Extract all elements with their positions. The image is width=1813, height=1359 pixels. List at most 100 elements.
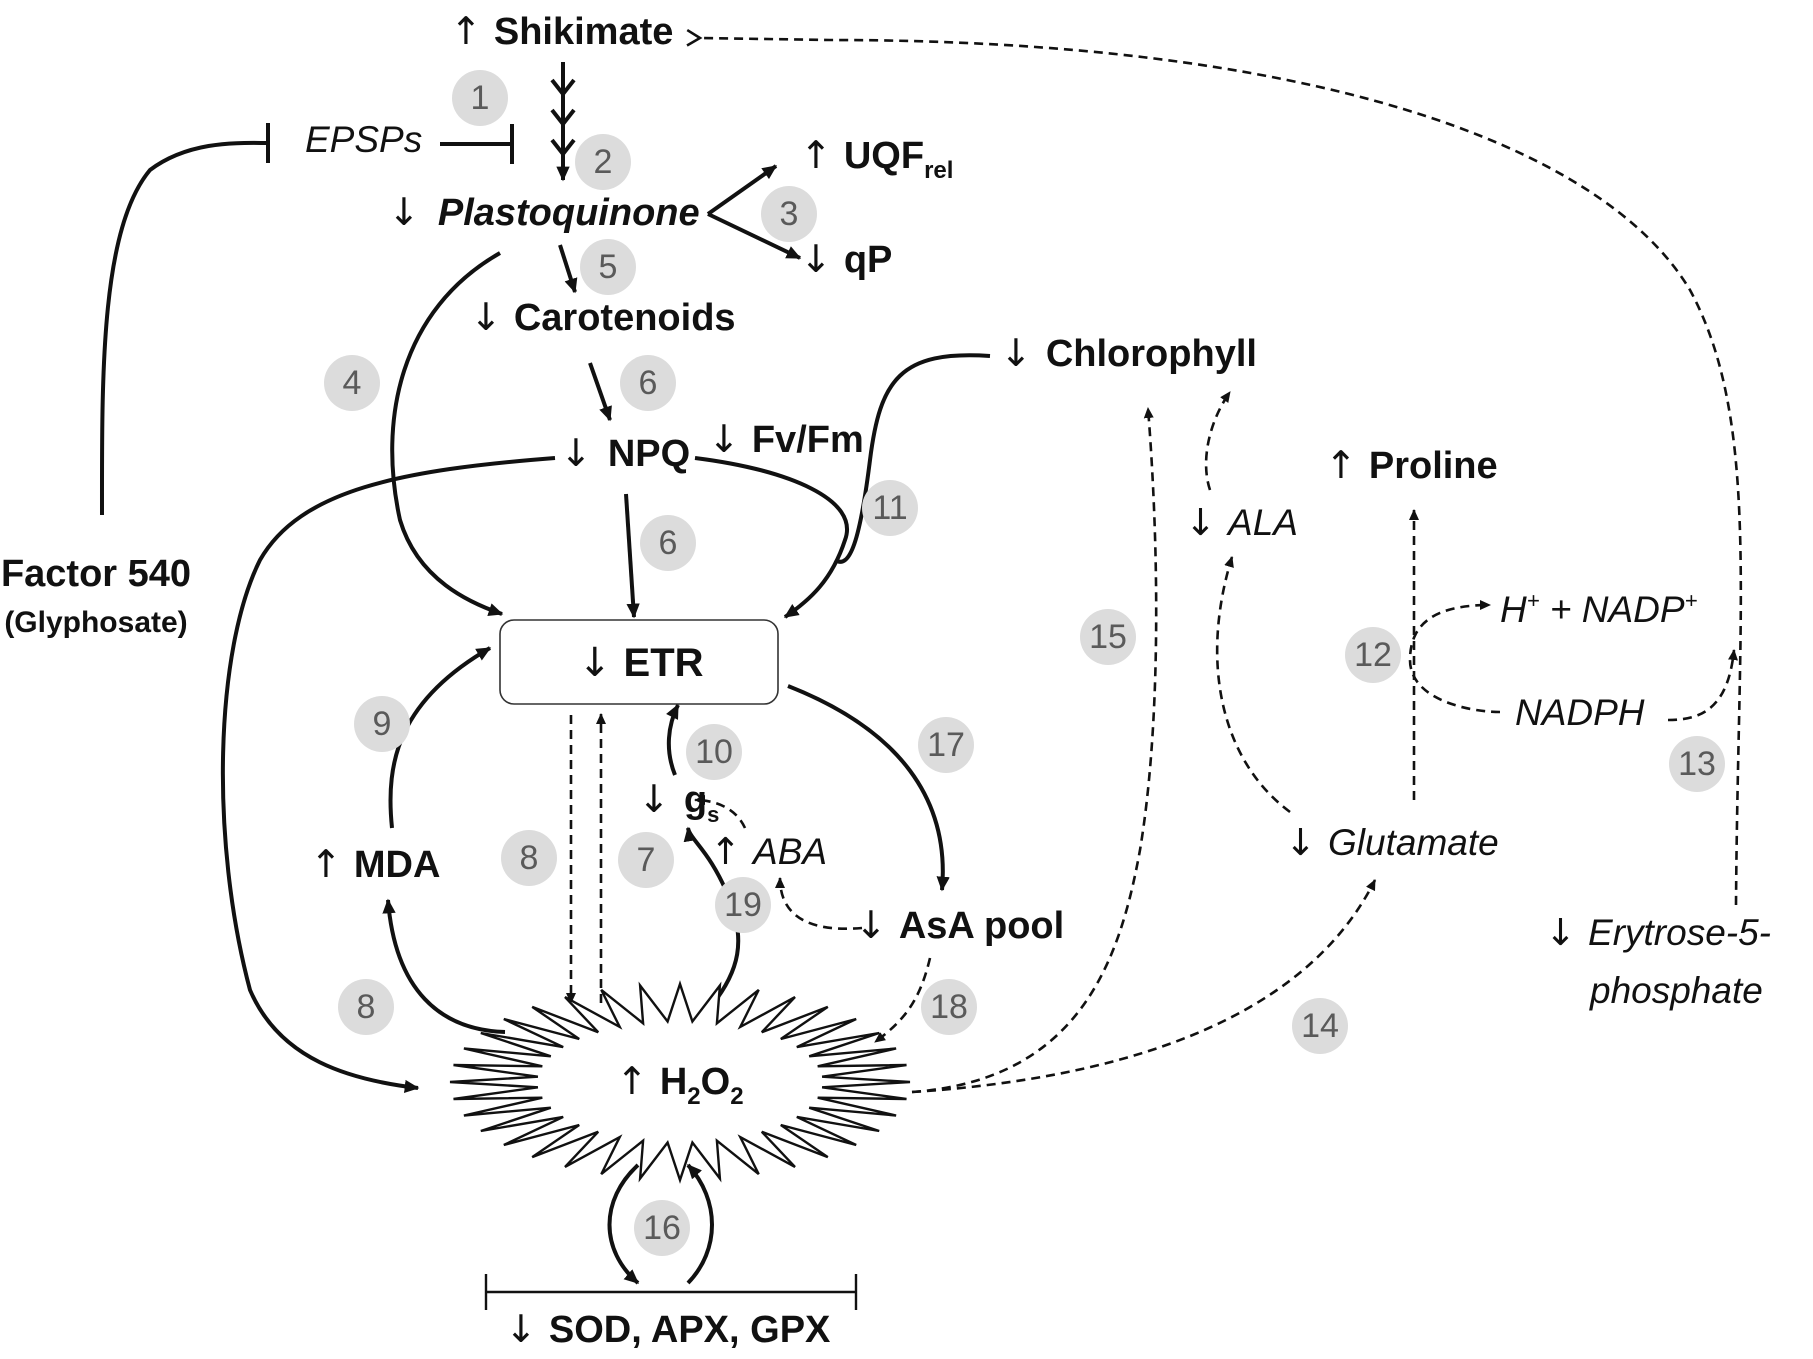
svg-text:6: 6	[639, 364, 658, 402]
gs-label: ↓gs	[638, 777, 719, 827]
connector-nadph-hnadp	[1408, 600, 1501, 714]
uqf-label: ↑UQFrel	[800, 133, 953, 184]
svg-text:16: 16	[643, 1209, 681, 1247]
connector-npq-etr	[624, 493, 640, 619]
connector-erytrose-shikimate	[686, 28, 1743, 906]
connector-ala-chlorophyll	[1204, 391, 1232, 491]
connectors	[99, 28, 1743, 1310]
svg-text:11: 11	[872, 489, 907, 527]
step-badge: 19	[715, 877, 771, 933]
connector-epsps-inhibit	[440, 124, 514, 164]
svg-text:15: 15	[1089, 618, 1127, 656]
connector-fvfm-etr	[694, 456, 849, 619]
svg-text:2: 2	[594, 143, 613, 181]
glutamate-label: ↓Glutamate	[1285, 821, 1499, 864]
proline-label: ↑Proline	[1325, 443, 1498, 487]
svg-text:19: 19	[724, 886, 762, 924]
connector-nadph-erytrose	[1667, 649, 1738, 722]
connector-plastoquinone-carotenoids	[558, 244, 578, 294]
step-badge: 16	[634, 1200, 690, 1256]
svg-text:5: 5	[599, 248, 618, 286]
asa-pool-label: ↓AsA pool	[855, 903, 1064, 947]
connector-plastoquinone-qp	[707, 212, 802, 260]
step-badge: 5	[580, 239, 636, 295]
nadph-label: NADPH	[1515, 692, 1645, 733]
etr-box	[499, 619, 779, 705]
connector-plastoquinone-uqf	[706, 164, 778, 216]
connector-etr-asa	[787, 684, 950, 892]
connector-h2o2-glutamate	[911, 879, 1377, 1094]
svg-text:9: 9	[373, 705, 392, 743]
factor-sub-label: (Glyphosate)	[4, 606, 187, 639]
h-nadp-label: H+ + NADP+	[1500, 588, 1698, 630]
step-badge: 8	[501, 830, 557, 886]
erytrose-label-line2: phosphate	[1589, 970, 1763, 1011]
step-badge: 2	[575, 134, 631, 190]
step-badge: 11	[862, 480, 918, 536]
step-badge: 14	[1292, 998, 1348, 1054]
step-badge: 6	[620, 355, 676, 411]
step-badge: 15	[1080, 609, 1136, 665]
shikimate-label: ↑Shikimate	[450, 9, 673, 53]
step-badge: 3	[761, 186, 817, 242]
connector-gs-etr	[666, 703, 680, 776]
labels: ↑Shikimate EPSPs ↓Plastoquinone ↑UQFrel …	[1, 9, 1771, 1351]
connector-asa-h2o2	[874, 957, 932, 1044]
enzymes-label: ↓SOD, APX, GPX	[505, 1307, 831, 1351]
connector-glutamate-ala	[1215, 556, 1291, 814]
step-badge: 10	[686, 724, 742, 780]
factor-label: Factor 540	[1, 553, 191, 595]
carotenoids-label: ↓Carotenoids	[470, 295, 736, 339]
svg-text:13: 13	[1678, 745, 1716, 783]
connector-h2o2-enzymes	[607, 1163, 640, 1285]
step-badge: 1	[452, 70, 508, 126]
epsps-label: EPSPs	[305, 119, 422, 160]
svg-text:6: 6	[659, 524, 678, 562]
step-badge: 9	[354, 696, 410, 752]
step-badges: 1 2 3 4 5 6 6 8 9 10 11 12 13 14 15 16 1…	[324, 70, 1725, 1256]
connector-asa-aba	[775, 877, 863, 930]
step-badge: 12	[1345, 627, 1401, 683]
connector-h2o2-chlorophyll	[911, 407, 1158, 1094]
mda-label: ↑MDA	[310, 842, 440, 886]
step-badge: 17	[918, 717, 974, 773]
svg-text:4: 4	[343, 364, 362, 402]
ala-label: ↓ALA	[1185, 501, 1298, 544]
connector-shikimate-chevrons	[550, 78, 576, 158]
connector-h2o2-mda	[382, 898, 506, 1034]
svg-text:17: 17	[927, 726, 965, 764]
h2o2-starburst	[449, 980, 911, 1184]
qp-label: ↓qP	[800, 237, 892, 281]
connector-npq-h2o2	[220, 456, 556, 1094]
npq-label: ↓NPQ	[560, 431, 690, 475]
connector-enzyme-bar	[484, 1274, 858, 1310]
connector-carotenoids-npq	[588, 362, 612, 422]
step-badge: 7	[618, 832, 674, 888]
connector-chlorophyll-etr	[833, 353, 991, 564]
plastoquinone-label: ↓Plastoquinone	[388, 190, 700, 234]
aba-label: ↑ABA	[710, 830, 827, 873]
fvfm-label: ↓Fv/Fm	[708, 417, 864, 461]
connector-plastoquinone-etr	[390, 251, 504, 616]
erytrose-label: ↓Erytrose-5-	[1545, 911, 1771, 954]
step-badge: 18	[921, 979, 977, 1035]
h2o2-label: ↑H2O2	[616, 1059, 744, 1110]
svg-text:12: 12	[1354, 636, 1392, 674]
step-badge: 4	[324, 355, 380, 411]
svg-text:8: 8	[520, 839, 539, 877]
svg-text:1: 1	[471, 79, 490, 117]
svg-text:7: 7	[637, 841, 656, 879]
etr-label: ↓ETR	[578, 640, 704, 686]
svg-text:10: 10	[695, 733, 733, 771]
step-badge: 8	[338, 979, 394, 1035]
connector-aba-gs	[694, 795, 747, 829]
svg-text:3: 3	[780, 195, 799, 233]
step-badge: 6	[640, 515, 696, 571]
connector-enzymes-h2o2	[686, 1163, 714, 1285]
step-badge: 13	[1669, 736, 1725, 792]
svg-text:18: 18	[930, 988, 968, 1026]
chlorophyll-label: ↓Chlorophyll	[1000, 331, 1257, 375]
connector-factor-inhibit-epsps	[99, 123, 270, 516]
